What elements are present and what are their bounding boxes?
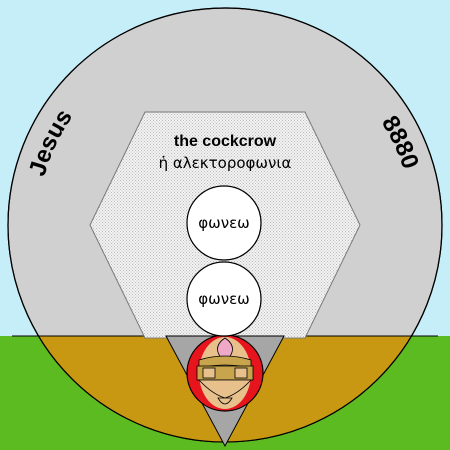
word-top: φωνεω: [198, 214, 250, 232]
decorative-disc: [187, 335, 263, 411]
word-bottom: φωνεω: [198, 290, 250, 308]
upper-word-circle: [186, 185, 262, 261]
disc-tip: [217, 397, 233, 405]
title-greek: ἡ αλεκτοροφωνια: [159, 154, 292, 172]
lower-word-circle: [186, 261, 262, 337]
disc-right-block: [234, 367, 248, 379]
disc-left-block: [202, 367, 216, 379]
title-english: the cockcrow: [174, 133, 277, 150]
